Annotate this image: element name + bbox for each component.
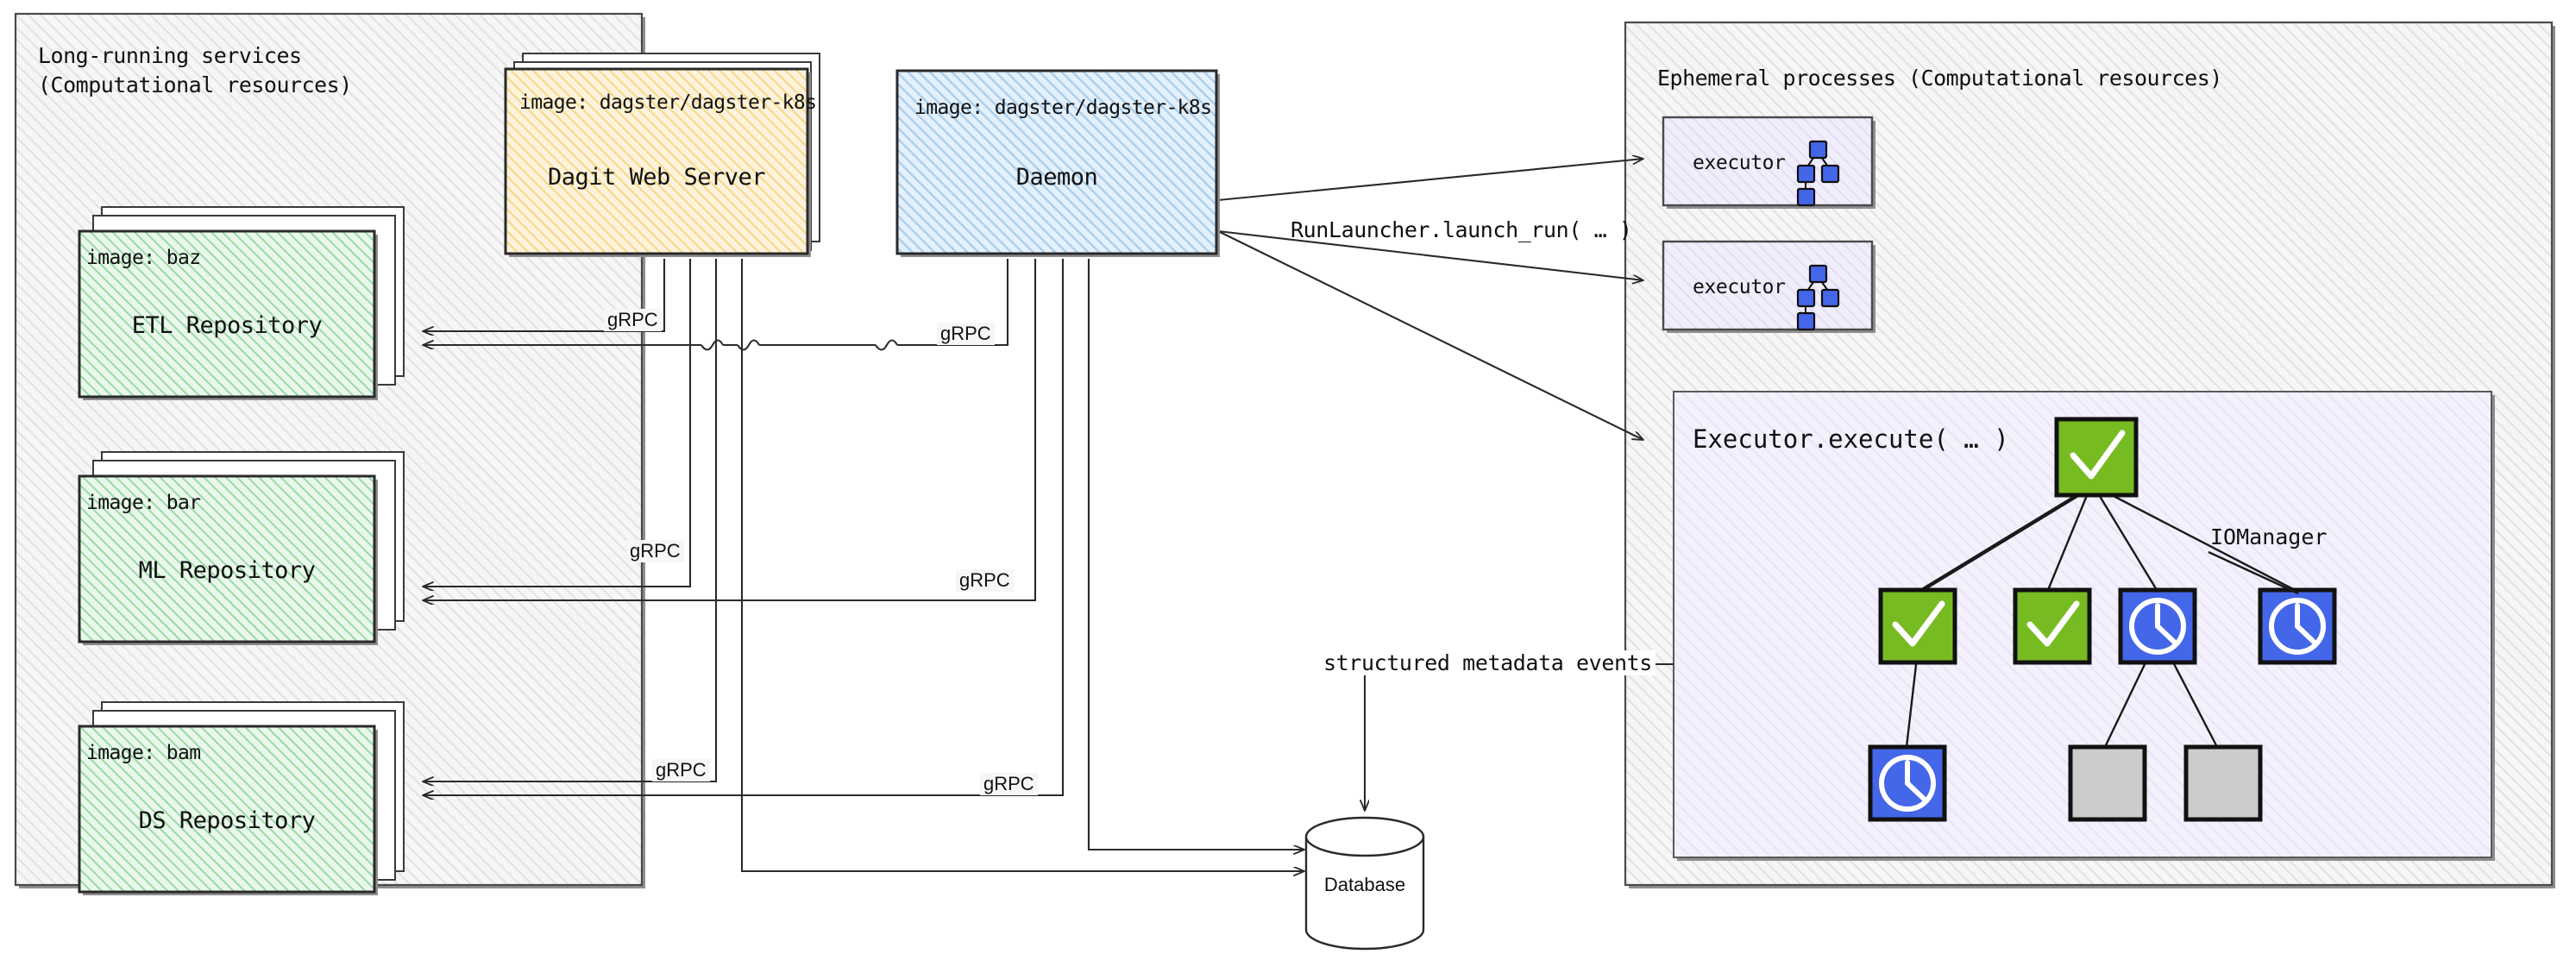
dag-node-running[interactable] <box>1868 744 1947 822</box>
clock-icon <box>1879 755 1936 812</box>
left-panel-title-line1: Long-running services <box>38 43 302 68</box>
dag-nodes <box>1868 417 2337 822</box>
edge-dagit-ds <box>423 259 718 781</box>
repo-ml-image-label: image: bar <box>86 492 201 514</box>
grpc-label: gRPC <box>604 309 662 331</box>
edge-daemon-etl <box>423 259 1009 345</box>
repo-ds-name-label: DS Repository <box>138 807 316 834</box>
daemon-image-label: image: dagster/dagster-k8s <box>914 97 1212 119</box>
edge-daemon-db <box>1087 259 1304 850</box>
edge-dagit-etl <box>423 259 666 331</box>
clock-icon <box>2269 598 2326 655</box>
dag-node-running[interactable] <box>2258 587 2337 665</box>
left-panel-title-line2: (Computational resources) <box>38 72 352 97</box>
dag-node-success[interactable] <box>2054 417 2139 498</box>
dag-node-running[interactable] <box>2118 587 2197 665</box>
grpc-label: gRPC <box>980 773 1038 795</box>
left-panel-title: Long-running services (Computational res… <box>38 41 352 100</box>
run-launcher-label: RunLauncher.launch_run( … ) <box>1291 217 1632 242</box>
dagit-image-label: image: dagster/dagster-k8s <box>519 91 817 114</box>
database-label: Database <box>1323 874 1406 895</box>
edge-dagit-ml <box>423 259 692 587</box>
edge-daemon-ds <box>423 259 1065 795</box>
repo-ds[interactable] <box>78 701 405 895</box>
executor-2-label: executor <box>1693 276 1786 298</box>
grpc-label: gRPC <box>937 323 995 345</box>
repo-ml-name-label: ML Repository <box>138 557 316 584</box>
repo-etl-image-label: image: baz <box>86 247 201 269</box>
iomanager-label: IOManager <box>2210 524 2328 549</box>
executor-panel-title: Executor.execute( … ) <box>1693 424 2009 454</box>
edge-daemon-executor-panel <box>1217 230 1643 441</box>
dag-node-success[interactable] <box>2013 587 2092 665</box>
grpc-label: gRPC <box>626 540 684 562</box>
dagit-name-label: Dagit Web Server <box>547 164 766 191</box>
database-cylinder[interactable] <box>1304 816 1425 951</box>
executor-box-1[interactable] <box>1662 116 1875 209</box>
dag-icon <box>1796 264 1840 331</box>
dagit-web-server[interactable] <box>504 53 820 257</box>
dag-edges <box>1905 492 2296 748</box>
repo-etl[interactable] <box>78 206 405 400</box>
check-icon <box>2026 600 2080 647</box>
grpc-label: gRPC <box>652 759 710 781</box>
dag-node-success[interactable] <box>1878 587 1957 665</box>
repo-etl-name-label: ETL Repository <box>131 312 323 339</box>
edge-daemon-executor-1 <box>1217 159 1643 202</box>
clock-icon <box>2129 598 2186 655</box>
executor-1-label: executor <box>1693 152 1786 174</box>
grpc-label: gRPC <box>956 569 1014 592</box>
connectors <box>423 159 1674 871</box>
check-icon <box>1892 600 1945 647</box>
daemon-service[interactable] <box>895 69 1220 257</box>
edge-daemon-ml <box>423 259 1037 600</box>
right-panel-title: Ephemeral processes (Computational resou… <box>1657 66 2222 91</box>
repo-ml[interactable] <box>78 451 405 645</box>
executor-box-2[interactable] <box>1662 240 1875 333</box>
edge-daemon-executor-2 <box>1217 229 1643 280</box>
dag-icon <box>1796 140 1840 207</box>
metadata-events-label: structured metadata events <box>1320 650 1656 675</box>
repo-ds-image-label: image: bam <box>86 742 201 764</box>
dag-node-queued[interactable] <box>2183 744 2263 822</box>
daemon-name-label: Daemon <box>1015 164 1098 191</box>
edge-dagit-db <box>740 259 1304 871</box>
iomanager-leader <box>2208 550 2299 595</box>
dag-node-queued[interactable] <box>2068 744 2147 822</box>
check-icon <box>2070 430 2126 480</box>
